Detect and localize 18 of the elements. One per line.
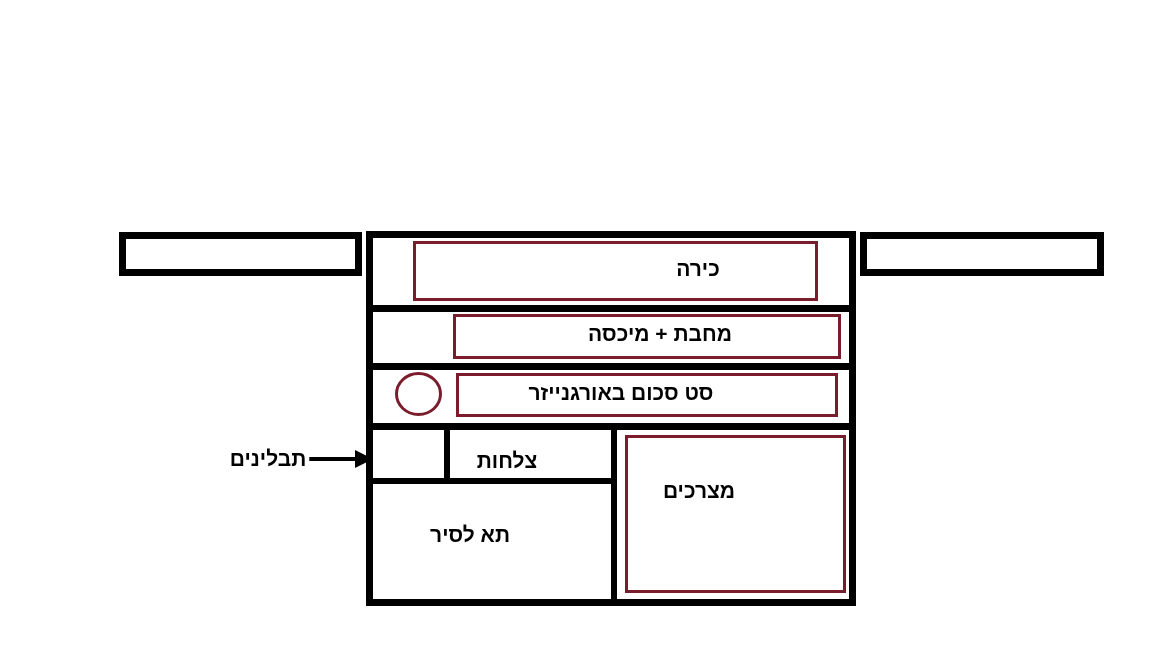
callout-label: תבלינים bbox=[229, 446, 307, 472]
side-panel bbox=[119, 232, 362, 276]
compartment-box bbox=[453, 314, 841, 359]
circle-icon bbox=[395, 372, 442, 416]
shelf-row bbox=[373, 312, 849, 370]
compartment-label: צלחות bbox=[476, 448, 538, 474]
shelf-row bbox=[373, 370, 849, 430]
compartment-label: מצרכים bbox=[662, 478, 736, 504]
compartment-label: תא לסיר bbox=[430, 522, 510, 548]
compartment-label: מחבת + מיכסה bbox=[588, 321, 732, 347]
side-panel bbox=[860, 232, 1104, 276]
compartment-label: סט סכום באורגנייזר bbox=[528, 380, 714, 406]
compartment-box bbox=[413, 241, 818, 301]
shelf-row bbox=[373, 238, 849, 312]
compartment-label: כירה bbox=[676, 256, 720, 282]
compartment-cell bbox=[373, 430, 450, 484]
compartment-box bbox=[456, 373, 838, 417]
cabinet-frame bbox=[366, 231, 856, 606]
